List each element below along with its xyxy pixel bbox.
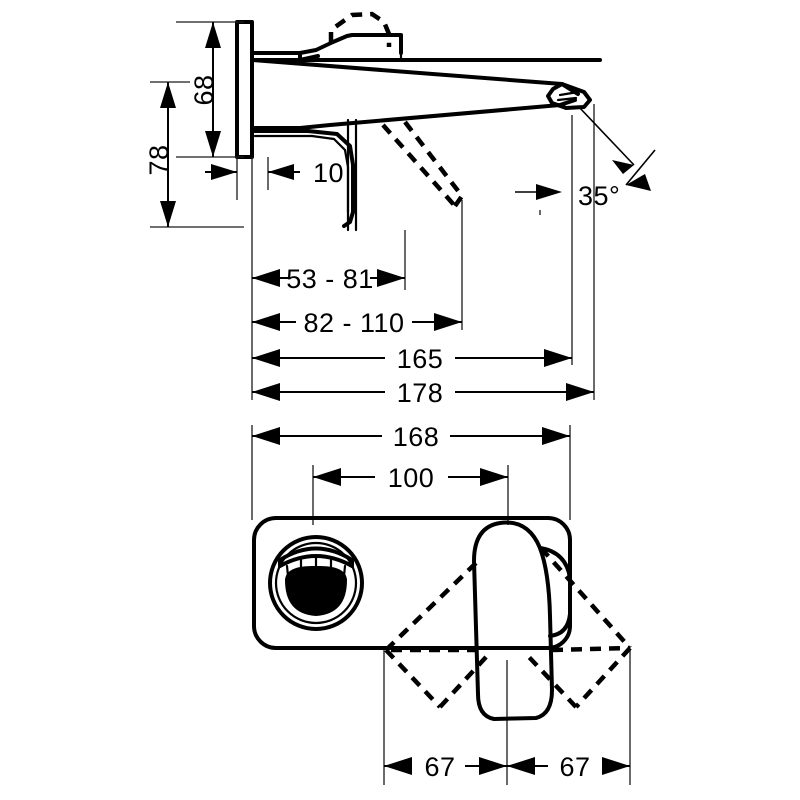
spout-body [250,58,580,130]
dimension-100-label: 100 [388,463,435,493]
dimension-178-label: 178 [397,378,444,408]
dimension-10-label: 10 [313,158,344,188]
dimension-68: 68 [189,22,221,157]
dimension-168-label: 168 [393,422,440,452]
aerator-outlet [546,82,592,110]
wall-plate [235,20,254,159]
lever-handle-front-right-shoulder [538,546,572,638]
dimension-67-right-label: 67 [559,752,590,782]
dimension-67-left: 67 [384,752,507,782]
dimension-178: 178 [252,378,594,408]
front-view-extension-lines [251,425,631,785]
dimension-168: 168 [252,422,570,452]
dimension-100: 100 [313,463,508,493]
dimension-165-label: 165 [397,344,444,374]
dimension-35-deg: 35° [515,105,656,211]
dimension-67-left-label: 67 [424,752,455,782]
lever-handle-front [472,520,554,721]
lever-swing-dashed-top [328,11,392,47]
dimension-67-right: 67 [507,752,630,782]
dimension-10: 10 [205,158,344,188]
dimension-165: 165 [252,344,572,374]
side-view-geometry [235,11,602,232]
dimension-53-81-label: 53 - 81 [286,264,374,294]
spout-outlet-front [268,535,364,631]
spout-upper-body [250,33,602,62]
dimension-78-label: 78 [144,144,174,175]
dimension-35-deg-label: 35° [578,181,620,211]
dimension-78: 78 [144,81,190,227]
lever-swing-dashed-front [384,546,632,709]
dimension-53-81: 53 - 81 [252,264,405,294]
side-view-extension-lines [150,21,595,400]
lever-edge-lines [346,118,358,232]
dimension-68-label: 68 [189,74,219,105]
dimension-82-110-label: 82 - 110 [303,308,404,338]
dimension-82-110: 82 - 110 [252,308,462,338]
lever-swing-dashed-side [381,120,464,208]
